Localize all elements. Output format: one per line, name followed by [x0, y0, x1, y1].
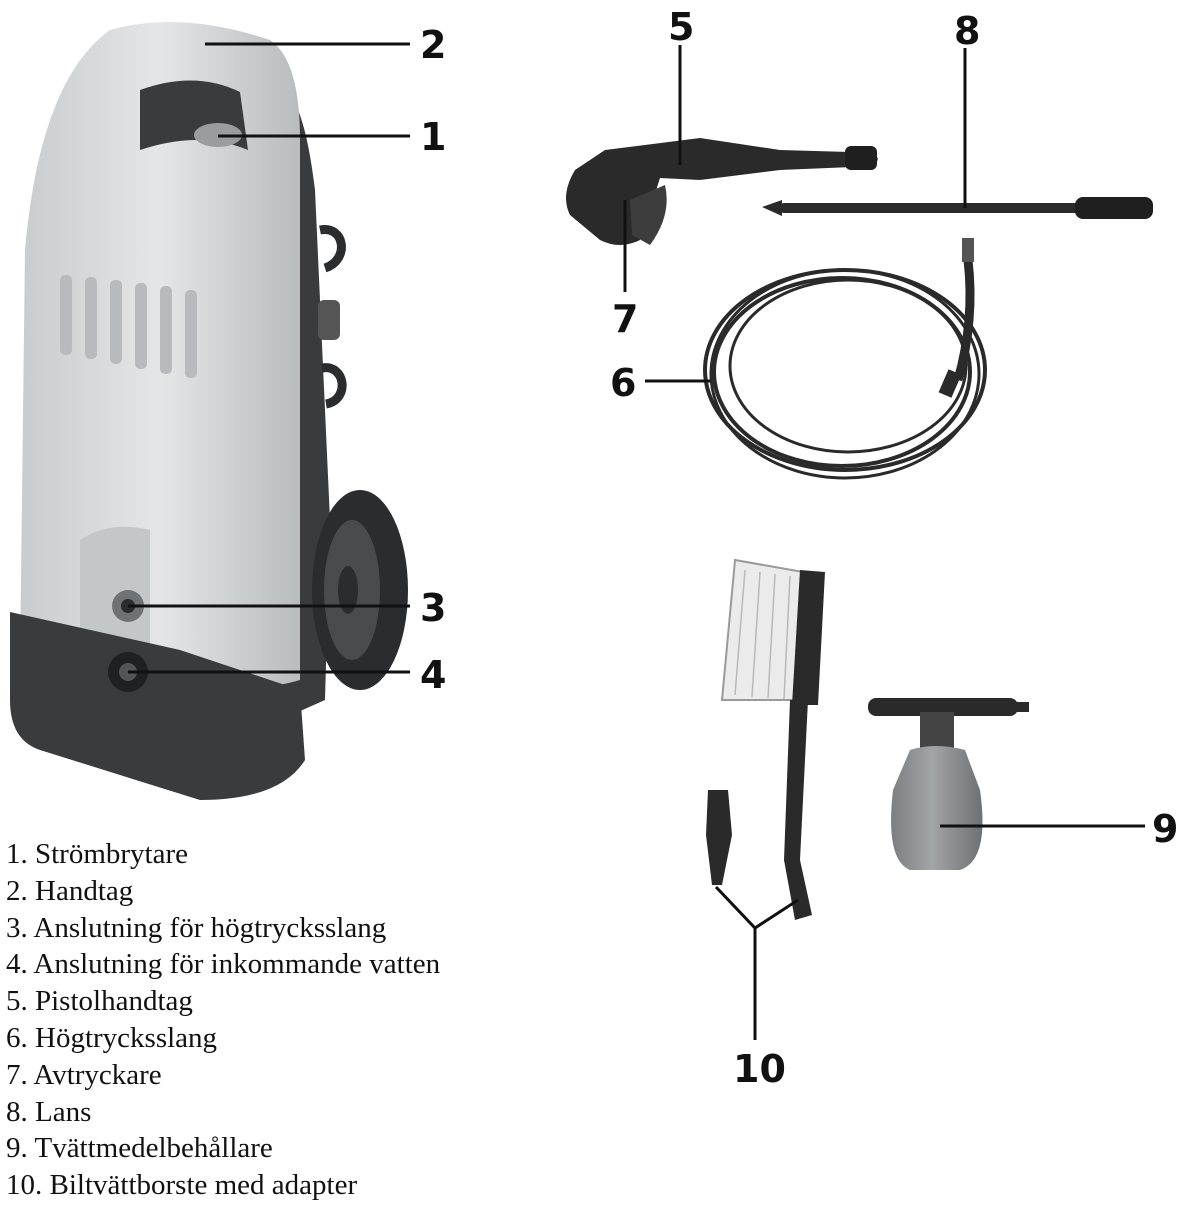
- legend-item: 4. Anslutning för inkommande vatten: [6, 948, 441, 981]
- callout-numbers: 1 2 3 4 5 6 7 8 9 10: [420, 5, 1178, 1091]
- callout-1: 1: [420, 115, 446, 159]
- legend-item: 8. Lans: [6, 1095, 92, 1128]
- callout-6: 6: [610, 361, 636, 405]
- legend-item: 5. Pistolhandtag: [6, 985, 193, 1018]
- legend-item: 2. Handtag: [6, 874, 134, 907]
- ventilation-slots: [60, 275, 197, 378]
- callout-3: 3: [420, 586, 446, 630]
- lance-illustration: [762, 197, 1153, 219]
- leader-lines: [128, 42, 1145, 1040]
- callout-4: 4: [420, 653, 446, 697]
- legend-item: 3. Anslutning för högtrycksslang: [6, 911, 387, 944]
- callout-8: 8: [954, 9, 980, 53]
- spray-gun-illustration: [566, 138, 878, 245]
- legend-item: 1. Strömbrytare: [6, 838, 189, 870]
- callout-5: 5: [668, 5, 694, 49]
- hose-illustration: [703, 238, 987, 480]
- brush-illustration: [706, 558, 825, 930]
- base: [10, 612, 305, 800]
- legend-item: 6. Högtrycksslang: [6, 1021, 218, 1054]
- detergent-bottle-illustration: [868, 698, 1029, 870]
- callout-9: 9: [1152, 807, 1178, 851]
- parts-legend: 1. Strömbrytare 2. Handtag 3. Anslutning…: [6, 836, 440, 1204]
- pressure-washer-illustration: [10, 22, 408, 800]
- trigger: [630, 185, 667, 245]
- legend-item: 7. Avtryckare: [6, 1058, 162, 1091]
- callout-7: 7: [612, 297, 638, 341]
- legend-item: 10. Biltvättborste med adapter: [6, 1169, 358, 1202]
- callout-2: 2: [420, 23, 446, 67]
- legend-item: 9. Tvättmedelbehållare: [6, 1132, 273, 1165]
- callout-10: 10: [733, 1047, 786, 1091]
